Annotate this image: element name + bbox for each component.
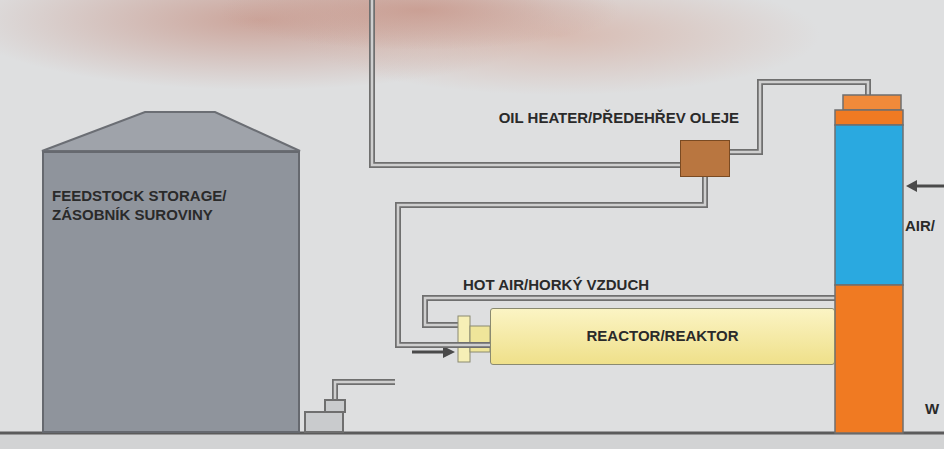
cloud — [220, 0, 620, 50]
pipe — [372, 0, 680, 165]
storage-tank: FEEDSTOCK STORAGE/ ZÁSOBNÍK SUROVINY — [42, 151, 300, 433]
storage-roof — [42, 112, 300, 151]
arrow-head — [906, 180, 917, 192]
sky-cloud — [0, 0, 820, 95]
air-arrow — [906, 180, 944, 192]
node-text: FEEDSTOCK STORAGE/ ZÁSOBNÍK SUROVINY — [52, 187, 267, 225]
column-cooler — [835, 125, 903, 285]
pipes — [335, 0, 868, 402]
feeder-hopper — [325, 400, 345, 412]
feeder-body — [305, 412, 343, 432]
flange — [458, 316, 470, 362]
pipe — [372, 0, 680, 165]
column — [835, 95, 903, 433]
feeder — [305, 400, 345, 432]
column-top — [835, 110, 903, 125]
node-text: REACTOR/REAKTOR — [577, 327, 749, 346]
column-furnace — [835, 285, 903, 433]
node-text: OIL HEATER/PŘEDEHŘEV OLEJE — [499, 109, 739, 128]
heater-box: OIL HEATER/PŘEDEHŘEV OLEJE — [680, 140, 730, 177]
arrow-shaft — [412, 351, 445, 354]
flow-label: W — [925, 400, 939, 418]
pipe-label: HOT AIR/HORKÝ VZDUCH — [463, 276, 649, 294]
reactor-cylinder: REACTOR/REAKTOR — [490, 308, 835, 365]
flow-label: AIR/ — [905, 217, 935, 235]
arrow-shaft — [915, 185, 944, 188]
reactor-fitting — [458, 316, 490, 362]
ground — [0, 433, 944, 449]
column-cap — [843, 95, 901, 110]
